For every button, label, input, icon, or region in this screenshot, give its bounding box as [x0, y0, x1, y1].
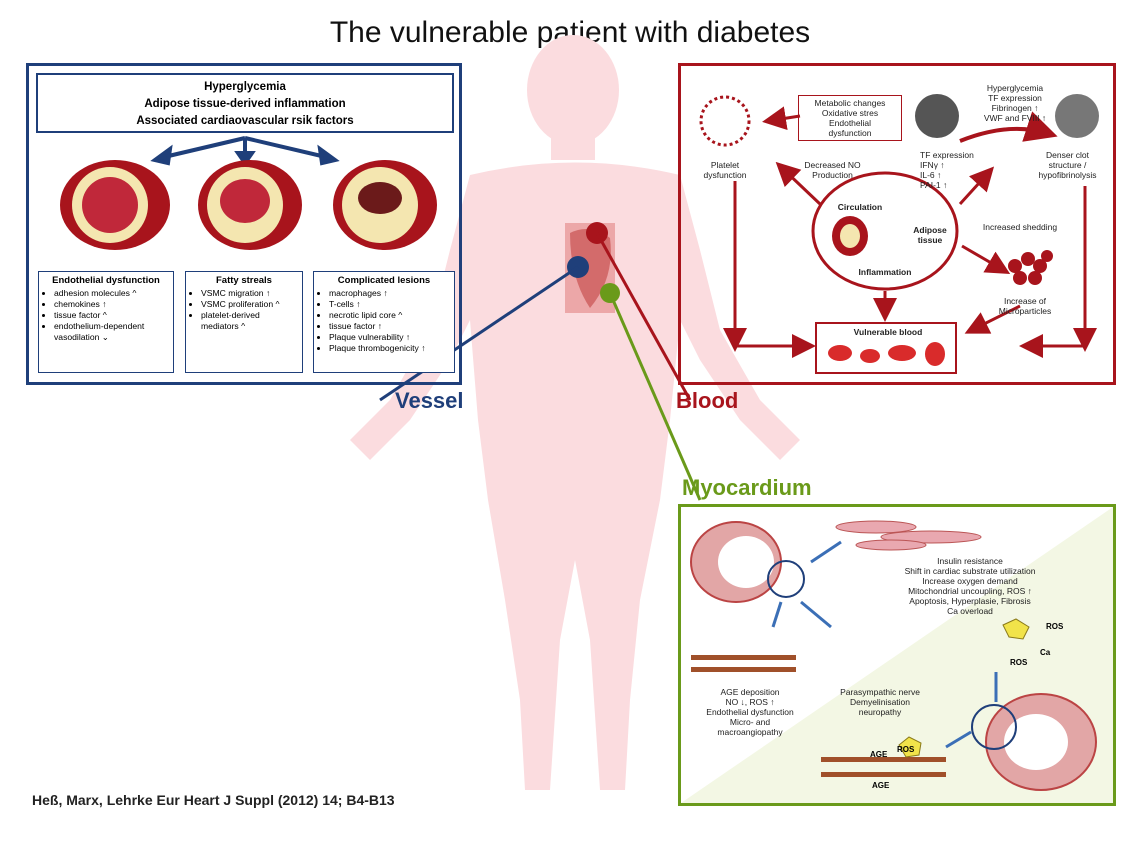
list-item: adhesion molecules ^ [54, 288, 169, 299]
text-line: Adipose [913, 225, 947, 235]
vessel-header-line-3: Associated cardiaovascular rsik factors [136, 115, 354, 127]
text-line: hypofibrinolysis [1038, 170, 1097, 180]
list-item: tissue factor ^ [54, 310, 169, 321]
hyperglycemia-text: Hyperglycemia TF expression Fibrinogen ↑… [960, 83, 1070, 123]
citation: Heß, Marx, Lehrke Eur Heart J Suppl (201… [32, 792, 395, 808]
list-item: necrotic lipid core ^ [329, 310, 450, 321]
myocardium-graphics [681, 507, 1113, 803]
text-line: VWF and FVIII ↑ [983, 113, 1047, 123]
text-line: Shift in cardiac substrate utilization [904, 566, 1036, 576]
blood-graphics [699, 94, 1099, 374]
text-line: Ca overload [947, 606, 993, 616]
text-line: Micro- and [729, 717, 771, 727]
blood-panel [678, 63, 1116, 385]
circulation-label: Circulation [837, 202, 883, 212]
vessel-illustrations [60, 136, 437, 250]
text-line: Oxidative stres [821, 108, 879, 118]
vulnerable-blood-label: Vulnerable blood [853, 327, 923, 337]
ca-badge: Ca [1040, 648, 1051, 657]
text-line: Denser clot [1046, 150, 1089, 160]
nerve-text: Parasympathic nerve Demyelinisation neur… [825, 687, 935, 717]
text-line: Endothelial dysfunction [706, 707, 794, 717]
text-line: Production [812, 170, 853, 180]
box-title: Fatty streals [216, 275, 272, 286]
age-badge: AGE [872, 781, 890, 790]
list-item: T-cells ↑ [329, 299, 450, 310]
clot-text: Denser clot structure / hypofibrinolysis [1025, 150, 1110, 180]
fatty-streaks-box: Fatty streals VSMC migration ↑ VSMC prol… [185, 271, 303, 373]
text-line: Decreased NO [804, 160, 861, 170]
list-item: VSMC migration ↑ [201, 288, 298, 299]
text-line: dysfunction [703, 170, 747, 180]
blood-label: Blood [676, 388, 739, 413]
text-line: TF expression [920, 150, 974, 160]
age-badge: AGE [870, 750, 888, 759]
box-title: Complicated lesions [337, 275, 431, 286]
vessel-panel [26, 63, 462, 385]
vessel-header-line-1: Hyperglycemia [204, 81, 286, 93]
text-line: dysfunction [828, 128, 872, 138]
list-item: VSMC proliferation ^ [201, 299, 298, 310]
myocardium-label: Myocardium [682, 475, 812, 500]
shedding-text: Increased shedding [982, 222, 1058, 232]
list-item: Plaque vulnerability ↑ [329, 332, 450, 343]
text-line: PAI-1 ↑ [920, 180, 948, 190]
list-item: tissue factor ↑ [329, 321, 450, 332]
text-line: Endothelial [828, 118, 872, 128]
age-deposition-text: AGE deposition NO ↓, ROS ↑ Endothelial d… [690, 687, 810, 737]
complicated-lesions-box: Complicated lesions macrophages ↑ T-cell… [313, 271, 455, 373]
text-line: Insulin resistance [937, 556, 1003, 566]
vessel-header-box: Hyperglycemia Adipose tissue-derived inf… [36, 73, 454, 133]
text-line: Metabolic changes [814, 98, 886, 108]
insulin-resistance-text: Insulin resistance Shift in cardiac subs… [850, 556, 1090, 616]
text-line: Apoptosis, Hyperplasie, Fibrosis [909, 596, 1031, 606]
vessel-header-line-2: Adipose tissue-derived inflammation [144, 98, 346, 110]
text-line: IL-6 ↑ [920, 170, 942, 180]
ros-badge: ROS [1010, 658, 1028, 667]
text-line: Hyperglycemia [986, 83, 1044, 93]
text-line: Mitochondrial uncoupling, ROS ↑ [908, 586, 1032, 596]
text-line: tissue [917, 235, 943, 245]
metabolic-changes-box: Metabolic changes Oxidative stres Endoth… [798, 95, 902, 141]
list-item: platelet-derived mediators ^ [201, 310, 298, 332]
myocardium-panel [678, 504, 1116, 806]
text-line: TF expression [988, 93, 1042, 103]
endothelial-dysfunction-box: Endothelial dysfunction adhesion molecul… [38, 271, 174, 373]
no-text: Decreased NO Production [790, 160, 875, 180]
inflammation-label: Inflammation [858, 267, 912, 277]
text-line: structure / [1048, 160, 1087, 170]
text-line: Demyelinisation [850, 697, 910, 707]
ros-badge: ROS [897, 745, 915, 754]
list-item: chemokines ↑ [54, 299, 169, 310]
vessel-label: Vessel [395, 388, 464, 413]
text-line: neuropathy [858, 707, 902, 717]
text-line: Fibrinogen ↑ [991, 103, 1039, 113]
ros-badge: ROS [1046, 622, 1064, 631]
adipose-label: Adipose tissue [900, 225, 960, 245]
box-title: Endothelial dysfunction [52, 275, 160, 286]
list-item: endothelium-dependent vasodilation ⌄ [54, 321, 169, 343]
text-line: NO ↓, ROS ↑ [725, 697, 775, 707]
text-line: Increase of [1003, 296, 1047, 306]
microparticles-text: Increase of Microparticles [980, 296, 1070, 316]
text-line: Microparticles [998, 306, 1052, 316]
list-item: macrophages ↑ [329, 288, 450, 299]
text-line: IFNγ ↑ [920, 160, 945, 170]
list-item: Plaque thrombogenicity ↑ [329, 343, 450, 354]
text-line: Parasympathic nerve [840, 687, 920, 697]
text-line: AGE deposition [720, 687, 780, 697]
text-line: Increase oxygen demand [922, 576, 1018, 586]
platelet-text: Platelet dysfunction [690, 160, 760, 180]
text-line: macroangiopathy [717, 727, 783, 737]
tf-text: TF expression IFNγ ↑ IL-6 ↑ PAI-1 ↑ [920, 150, 1000, 190]
text-line: Platelet [710, 160, 740, 170]
